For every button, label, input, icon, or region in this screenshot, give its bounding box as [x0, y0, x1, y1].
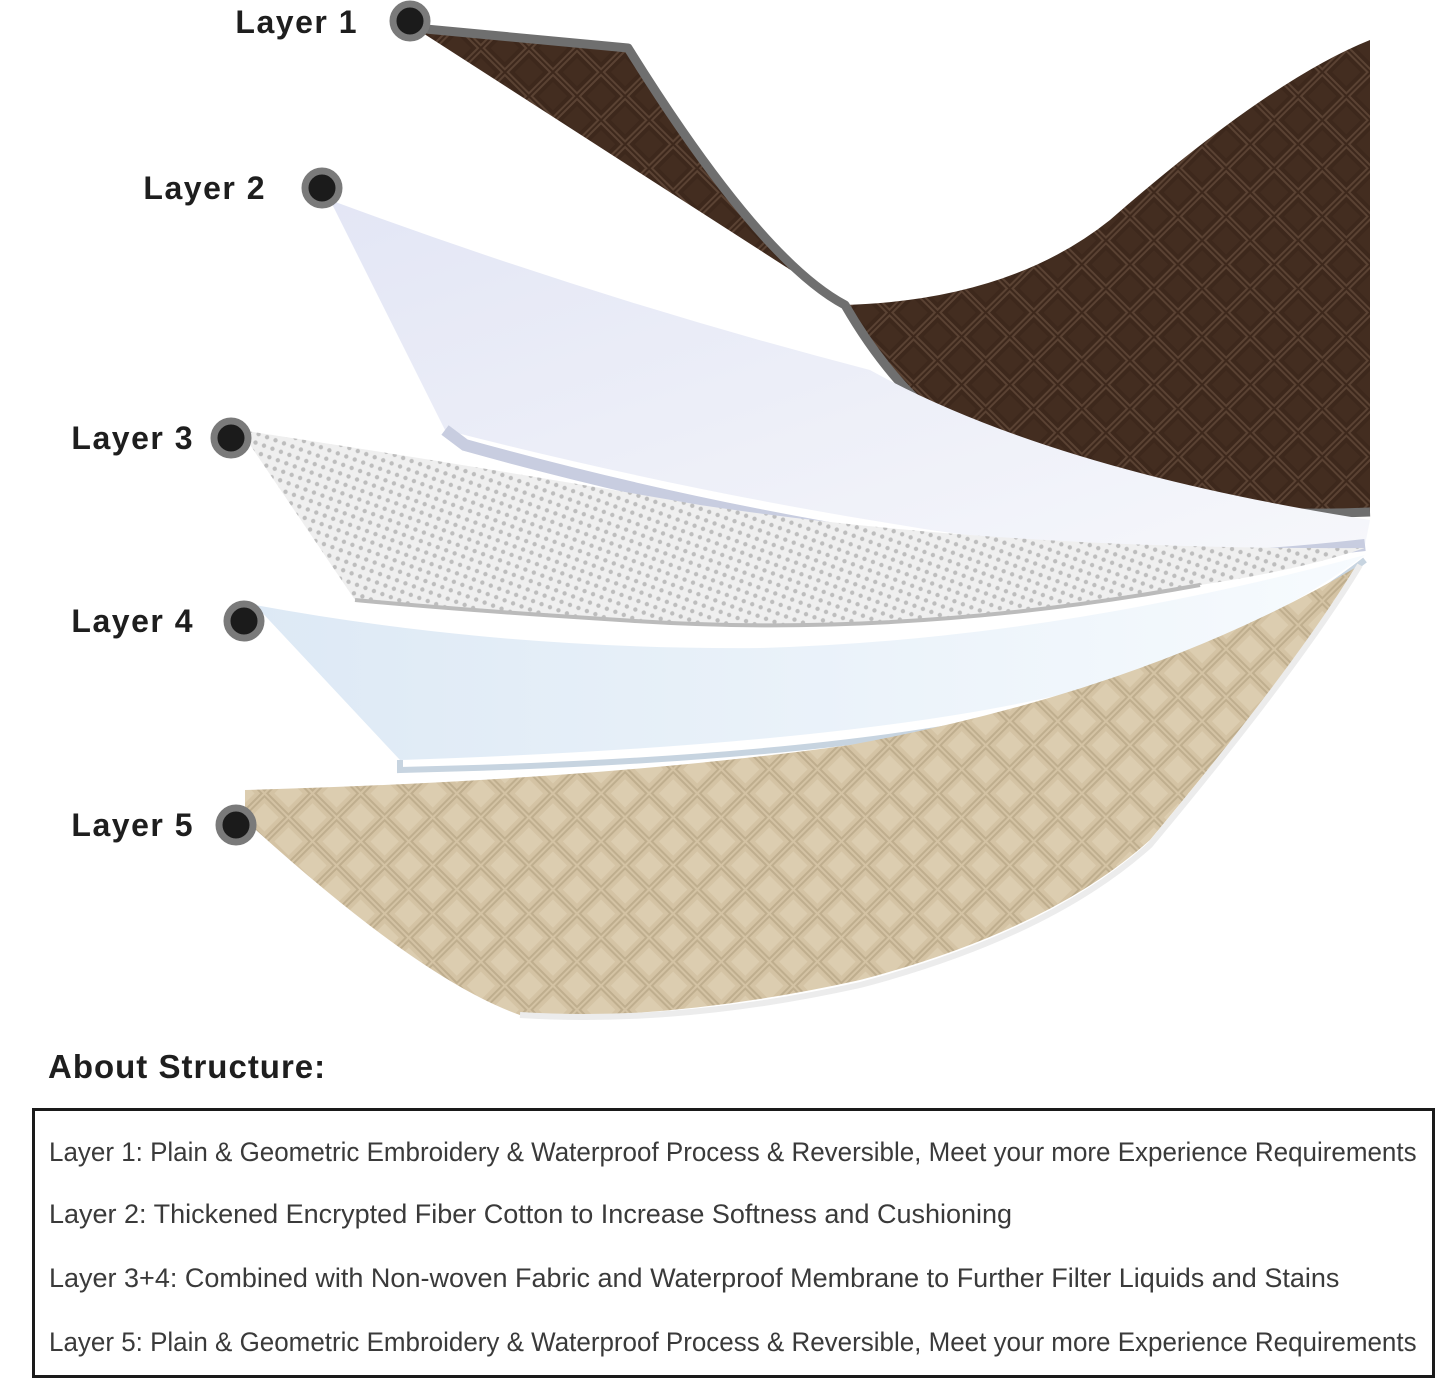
layer-1-marker: [389, 0, 431, 42]
description-line-layer-3-4: Layer 3+4: Combined with Non-woven Fabri…: [49, 1263, 1340, 1293]
layer-2-label: Layer 2: [143, 170, 266, 206]
about-structure-title: About Structure:: [48, 1048, 327, 1085]
layer-1-label: Layer 1: [235, 4, 358, 40]
description-line-layer-1: Layer 1: Plain & Geometric Embroidery & …: [49, 1137, 1417, 1167]
layer-2-marker: [301, 167, 343, 209]
layer-5-fabric: [245, 563, 1363, 1020]
structure-description-box: Layer 1: Plain & Geometric Embroidery & …: [32, 1108, 1435, 1378]
layer-3-marker: [210, 417, 252, 459]
layer-4-label: Layer 4: [71, 603, 194, 639]
layer-5-marker: [215, 804, 257, 846]
layer-3-label: Layer 3: [71, 420, 194, 456]
description-line-layer-5: Layer 5: Plain & Geometric Embroidery & …: [49, 1327, 1417, 1357]
layer-4-marker: [223, 600, 265, 642]
layers-illustration: [210, 0, 1371, 1020]
layer-3-nonwoven: [240, 430, 1365, 628]
description-line-layer-2: Layer 2: Thickened Encrypted Fiber Cotto…: [49, 1199, 1013, 1229]
layer-5-label: Layer 5: [71, 807, 194, 843]
